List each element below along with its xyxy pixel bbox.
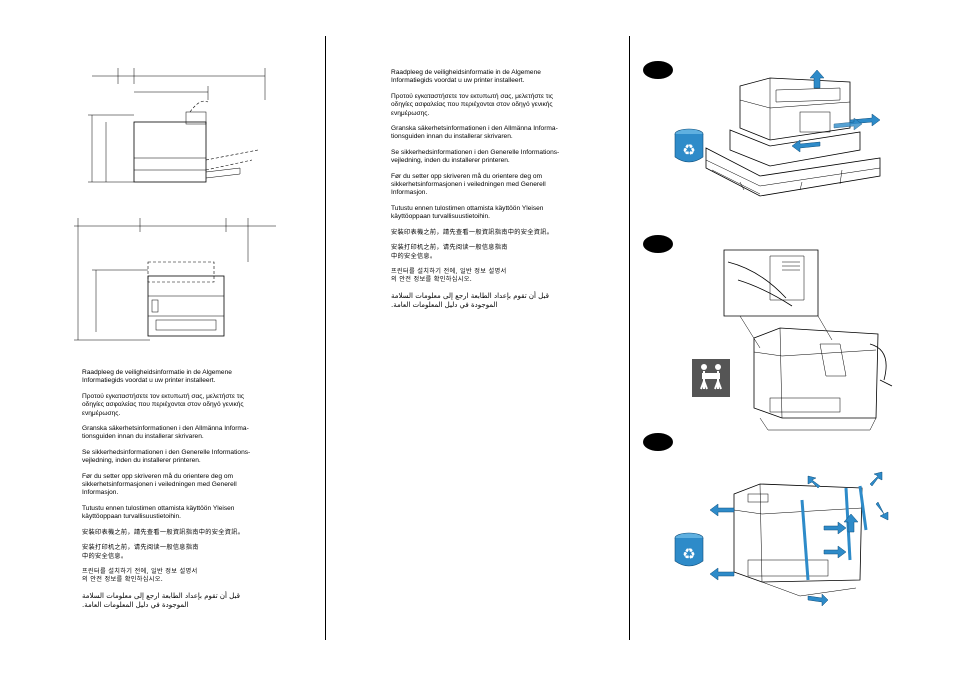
step-marker-icon: [643, 235, 673, 253]
safety-text-korean: 프린터를 설치하기 전에, 일반 정보 설명서 의 안전 정보를 확인하십시오.: [82, 567, 198, 584]
pull-arrow-icon: [791, 139, 821, 153]
pull-arrow-icon: [833, 117, 863, 131]
safety-text-korean: 프린터를 설치하기 전에, 일반 정보 설명서 의 안전 정보를 확인하십시오.: [391, 267, 507, 284]
safety-text-simplified-chinese: 安装打印机之前，请先阅读一般信息指南 中的安全信息。: [82, 544, 199, 560]
safety-text-dutch: Raadpleeg de veiligheidsinformatie in de…: [391, 69, 541, 85]
safety-text-danish: Se sikkerhedsinformationen i den Generel…: [391, 148, 560, 165]
column-divider-right: [629, 36, 630, 640]
safety-text-traditional-chinese: 安裝印表機之前，請先查看一般資訊指南中的安全資訊。: [391, 228, 554, 236]
step-marker-icon: [643, 433, 673, 451]
safety-text-simplified-chinese: 安装打印机之前，请先阅读一般信息指南 中的安全信息。: [391, 244, 508, 260]
safety-text-norwegian: Før du setter opp skriveren må du orient…: [391, 172, 546, 197]
pull-arrow-icon: [709, 567, 735, 581]
pull-arrow-icon: [869, 471, 883, 487]
safety-text-greek: Προτού εγκαταστήσετε τον εκτυπωτή σας, μ…: [82, 392, 245, 417]
two-person-lift-icon: [692, 359, 730, 397]
safety-text-finnish: Tutustu ennen tulostimen ottamista käytt…: [82, 504, 235, 521]
safety-text-arabic: قبل أن تقوم بإعداد الطابعة ارجع إلى معلو…: [82, 591, 240, 610]
pull-arrow-icon: [709, 503, 735, 517]
pull-arrow-icon: [807, 593, 829, 607]
safety-text-dutch: Raadpleeg de veiligheidsinformatie in de…: [82, 369, 232, 385]
safety-text-swedish: Granska säkerhetsinformationen i den All…: [82, 425, 249, 441]
middle-safety-text-block: Raadpleeg de veiligheidsinformatie in de…: [391, 69, 601, 318]
safety-text-swedish: Granska säkerhetsinformationen i den All…: [391, 125, 558, 141]
safety-text-greek: Προτού εγκαταστήσετε τον εκτυπωτή σας, μ…: [391, 92, 554, 117]
safety-text-norwegian: Før du setter opp skriveren må du orient…: [82, 472, 237, 497]
pull-arrow-icon: [807, 475, 821, 489]
recycle-icon: ♻: [674, 532, 704, 567]
safety-text-danish: Se sikkerhedsinformationen i den Generel…: [82, 448, 251, 465]
left-safety-text-block: Raadpleeg de veiligheidsinformatie in de…: [82, 369, 292, 618]
recycle-icon: ♻: [674, 128, 704, 163]
lift-arrow-icon: [809, 69, 825, 89]
pull-arrow-icon: [875, 501, 889, 521]
svg-text:♻: ♻: [682, 545, 695, 563]
safety-text-arabic: قبل أن تقوم بإعداد الطابعة ارجع إلى معلو…: [391, 291, 549, 310]
safety-text-finnish: Tutustu ennen tulostimen ottamista käytt…: [391, 204, 544, 221]
step-marker-icon: [643, 61, 673, 79]
lift-arrow-icon: [843, 513, 859, 533]
pull-arrow-icon: [823, 545, 847, 559]
column-divider-left: [325, 36, 326, 640]
safety-text-traditional-chinese: 安裝印表機之前，請先查看一般資訊指南中的安全資訊。: [82, 528, 245, 536]
svg-text:♻: ♻: [682, 141, 695, 159]
pull-arrow-icon: [823, 521, 847, 535]
